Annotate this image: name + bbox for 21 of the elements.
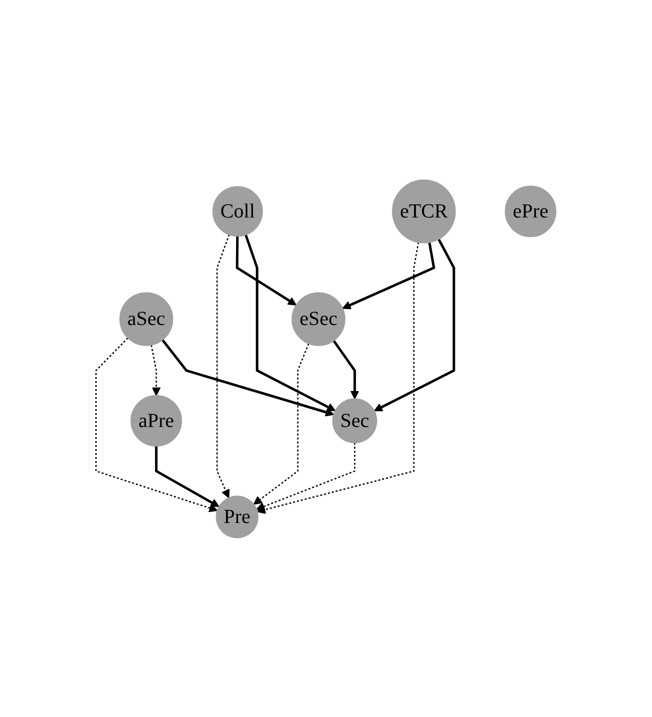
node-circle: Pre bbox=[216, 495, 259, 538]
arrow bbox=[256, 442, 356, 510]
arrow bbox=[162, 338, 334, 416]
arrow bbox=[236, 236, 297, 306]
arrow bbox=[256, 242, 420, 514]
node-circle: aPre bbox=[130, 394, 182, 446]
arrow bbox=[244, 234, 336, 411]
arrow bbox=[342, 242, 436, 309]
arrow bbox=[253, 343, 310, 504]
node-circle: eTCR bbox=[392, 179, 456, 243]
arrow bbox=[150, 344, 161, 396]
arrow bbox=[155, 446, 220, 507]
arrow bbox=[216, 234, 230, 498]
arrow bbox=[332, 340, 360, 399]
node-circle: Sec bbox=[332, 398, 378, 443]
node-circle: eSec bbox=[292, 292, 346, 346]
node-circle: aSec bbox=[119, 292, 174, 346]
node-circle: ePre bbox=[504, 185, 556, 237]
node-circle: Coll bbox=[212, 186, 263, 236]
arrow bbox=[374, 238, 456, 411]
arrow bbox=[95, 337, 218, 512]
